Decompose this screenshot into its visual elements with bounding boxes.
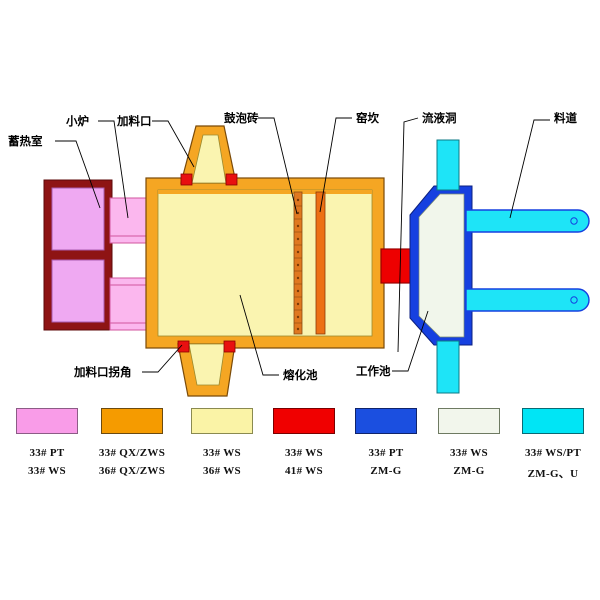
legend-line1-1: 33# PT xyxy=(29,447,65,459)
legend-line1-5: 33# PT xyxy=(368,447,404,459)
legend-column-4: 33# WS 41# WS xyxy=(263,408,345,477)
feeding-port-top xyxy=(180,125,238,186)
feeding-port-corner-right xyxy=(225,173,238,186)
legend-line2-2: 36# QX/ZWS xyxy=(98,465,166,477)
regenerator-chamber xyxy=(43,179,113,331)
legend-line2-5: ZM-G xyxy=(370,465,402,477)
legend-swatch-5 xyxy=(355,408,417,434)
legend-swatch-7 xyxy=(522,408,584,434)
label-feeder-canal: 料道 xyxy=(554,111,577,125)
label-small-furnace: 小炉 xyxy=(65,114,89,128)
label-kiln-sill: 窑坎 xyxy=(356,111,379,125)
forehearth-lower xyxy=(465,288,590,312)
bubbler-brick xyxy=(293,191,303,335)
legend-swatch-3 xyxy=(191,408,253,434)
working-pool xyxy=(409,185,473,346)
legend-line2-6: ZM-G xyxy=(453,465,485,477)
label-bubbler-brick: 鼓泡砖 xyxy=(224,111,259,125)
vertical-canal xyxy=(436,139,460,394)
label-melting-pool: 熔化池 xyxy=(283,368,318,382)
legend-column-3: 33# WS 36# WS xyxy=(181,408,263,477)
legend-line2-4: 41# WS xyxy=(285,465,323,477)
feeding-port-bottom xyxy=(177,340,236,397)
legend-swatch-2 xyxy=(101,408,163,434)
legend-line1-7: 33# WS/PT xyxy=(525,447,581,459)
legend-line2-3: 36# WS xyxy=(203,465,241,477)
label-regenerator: 蓄热室 xyxy=(8,134,43,148)
kiln-sill xyxy=(315,191,326,335)
label-flow-hole: 流液洞 xyxy=(422,111,457,125)
legend-line1-4: 33# WS xyxy=(285,447,323,459)
small-furnace-ports xyxy=(109,197,151,331)
legend-column-6: 33# WS ZM-G xyxy=(428,408,510,477)
feeding-corner-red-left xyxy=(177,340,190,353)
legend-swatch-1 xyxy=(16,408,78,434)
label-feeding-corner: 加料口拐角 xyxy=(73,365,132,379)
legend-line2-1: 33# WS xyxy=(28,465,66,477)
legend-column-7: 33# WS/PT ZM-G、U xyxy=(512,408,594,481)
material-legend: 33# PT 33# WS 33# QX/ZWS 36# QX/ZWS 33# … xyxy=(0,408,600,503)
legend-column-5: 33# PT ZM-G xyxy=(345,408,427,477)
legend-line1-3: 33# WS xyxy=(203,447,241,459)
legend-swatch-4 xyxy=(273,408,335,434)
diagram-labels: 蓄热室 小炉 加料口 鼓泡砖 窑坎 流液洞 料道 加料口拐角 熔化池 工作池 xyxy=(8,111,577,382)
leader-lines xyxy=(55,117,550,376)
forehearth-upper xyxy=(465,209,590,233)
legend-line1-2: 33# QX/ZWS xyxy=(98,447,166,459)
legend-swatch-6 xyxy=(438,408,500,434)
legend-column-1: 33# PT 33# WS xyxy=(6,408,88,477)
melting-pool xyxy=(145,177,385,349)
legend-line1-6: 33# WS xyxy=(450,447,488,459)
legend-column-2: 33# QX/ZWS 36# QX/ZWS xyxy=(91,408,173,477)
feeding-corner-red-right xyxy=(223,340,236,353)
label-feeding-port: 加料口 xyxy=(116,114,152,128)
legend-line2-7: ZM-G、U xyxy=(527,468,579,480)
label-working-pool: 工作池 xyxy=(356,364,391,378)
feeding-port-corner-left xyxy=(180,173,193,186)
